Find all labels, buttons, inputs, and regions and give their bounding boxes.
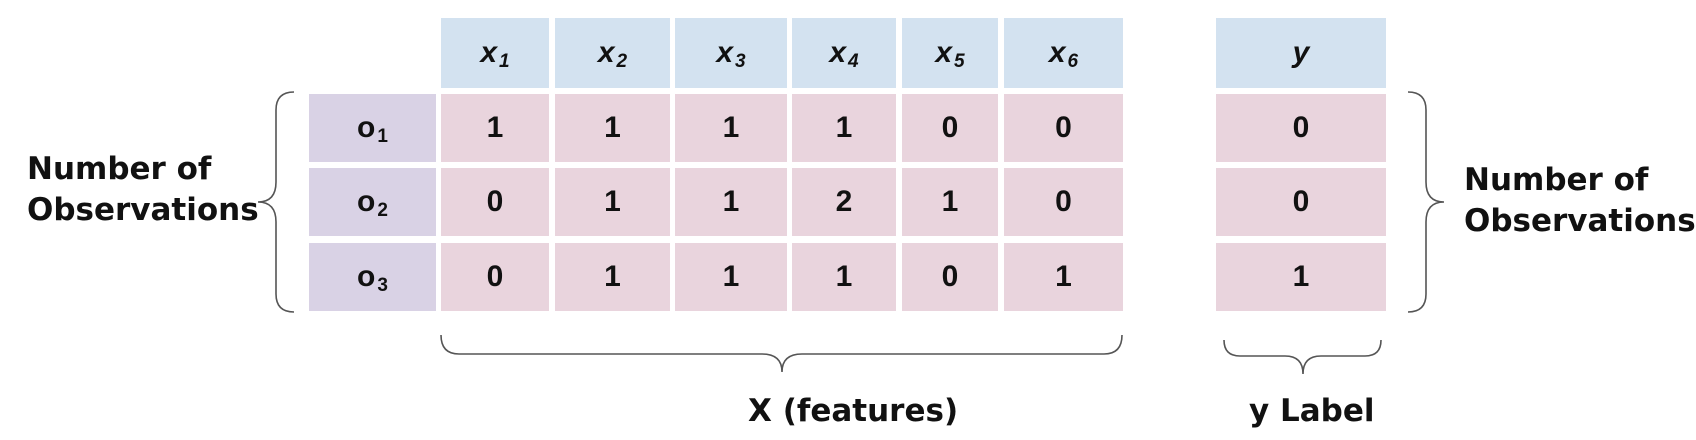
right-observations-label: Number of Observations (1464, 162, 1696, 239)
right-observations-brace (1407, 91, 1445, 313)
matrix-cell: 0 (1004, 94, 1123, 162)
target-label: y Label (1249, 393, 1375, 429)
target-cell: 0 (1216, 168, 1386, 236)
matrix-cell: 1 (555, 243, 670, 311)
matrix-cell: 0 (441, 243, 549, 311)
target-cell: 1 (1216, 243, 1386, 311)
matrix-cell: 0 (441, 168, 549, 236)
matrix-cell: 1 (441, 94, 549, 162)
target-header-y: y (1216, 18, 1386, 88)
matrix-cell: 1 (792, 94, 896, 162)
matrix-cell: 1 (555, 168, 670, 236)
matrix-cell: 1 (675, 94, 787, 162)
matrix-cell: 1 (555, 94, 670, 162)
matrix-cell: 0 (902, 243, 998, 311)
left-observations-brace (257, 91, 295, 313)
left-observations-label: Number of Observations (27, 151, 259, 228)
target-label-brace (1223, 339, 1382, 375)
matrix-cell: 1 (1004, 243, 1123, 311)
target-cell: 0 (1216, 94, 1386, 162)
matrix-cell: 1 (675, 168, 787, 236)
matrix-cell: 0 (1004, 168, 1123, 236)
matrix-cell: 1 (792, 243, 896, 311)
matrix-cell: 1 (902, 168, 998, 236)
features-brace (440, 334, 1123, 373)
matrix-cell: 2 (792, 168, 896, 236)
matrix-cell: 0 (902, 94, 998, 162)
matrix-cell: 1 (675, 243, 787, 311)
features-label: X (features) (748, 393, 959, 429)
